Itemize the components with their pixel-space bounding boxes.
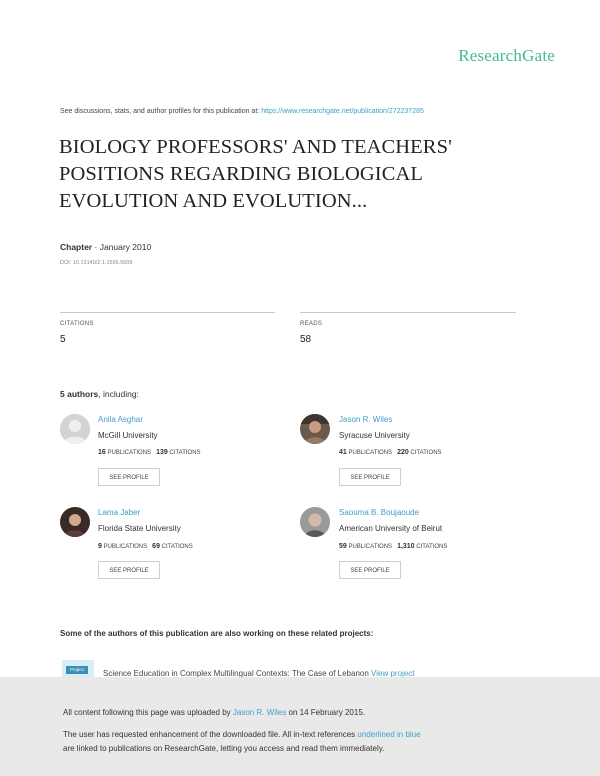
author-institution: Florida State University xyxy=(98,524,181,533)
upload-notice: All content following this page was uplo… xyxy=(63,708,365,717)
see-profile-button[interactable]: SEE PROFILE xyxy=(98,468,160,486)
author-pubs: 59 xyxy=(339,543,347,550)
author-pubs-label: PUBLICATIONS xyxy=(348,450,393,456)
researchgate-logo[interactable]: ResearchGate xyxy=(458,46,555,65)
author-cites: 220 xyxy=(397,449,409,456)
authors-heading: 5 authors, including: xyxy=(60,389,139,399)
authors-count: 5 authors xyxy=(60,389,99,399)
author-cites: 1,310 xyxy=(397,543,415,550)
author-cites-label: CITATIONS xyxy=(416,544,448,550)
view-project-link[interactable]: View project xyxy=(371,669,415,678)
author-name[interactable]: Anila Asghar xyxy=(98,415,143,424)
author-pubs: 41 xyxy=(339,449,347,456)
reads-label: READS xyxy=(300,321,323,327)
discuss-line: See discussions, stats, and author profi… xyxy=(60,108,424,115)
avatar-placeholder-icon[interactable] xyxy=(60,414,90,444)
author-photo-icon[interactable] xyxy=(60,507,90,537)
author-name[interactable]: Jason R. Wiles xyxy=(339,415,393,424)
footer-panel xyxy=(0,677,600,776)
uploader-link[interactable]: Jason R. Wiles xyxy=(232,708,287,717)
author-stats: 41 PUBLICATIONS 220 CITATIONS xyxy=(339,449,442,456)
citations-label: CITATIONS xyxy=(60,321,94,327)
see-profile-button[interactable]: SEE PROFILE xyxy=(98,561,160,579)
publication-type: Chapter xyxy=(60,242,93,252)
author-pubs: 9 xyxy=(98,543,102,550)
author-pubs-label: PUBLICATIONS xyxy=(348,544,393,550)
publication-date: · January 2010 xyxy=(94,242,152,252)
authors-suffix: , including: xyxy=(98,389,139,399)
author-name[interactable]: Saouma B. Boujaoude xyxy=(339,508,420,517)
project-icon-label: Project xyxy=(66,666,88,674)
author-cites-label: CITATIONS xyxy=(410,450,442,456)
author-stats: 16 PUBLICATIONS 139 CITATIONS xyxy=(98,449,201,456)
project-icon[interactable]: Project xyxy=(62,660,94,682)
author-institution: American University of Beirut xyxy=(339,524,443,533)
project-title: Science Education in Complex Multilingua… xyxy=(103,669,369,678)
enhancement-notice-line2: are linked to publications on ResearchGa… xyxy=(63,744,385,753)
author-pubs-label: PUBLICATIONS xyxy=(107,450,152,456)
author-cites: 69 xyxy=(152,543,160,550)
publication-title: BIOLOGY PROFESSORS' AND TEACHERS' POSITI… xyxy=(59,136,452,212)
upload-suffix: on 14 February 2015. xyxy=(288,708,366,717)
citations-value: 5 xyxy=(60,334,66,345)
author-pubs: 16 xyxy=(98,449,106,456)
underlined-blue-link[interactable]: underlined in blue xyxy=(357,730,421,739)
reads-value: 58 xyxy=(300,334,312,345)
author-cites-label: CITATIONS xyxy=(169,450,201,456)
author-institution: McGill University xyxy=(98,431,158,440)
author-photo-icon[interactable] xyxy=(300,507,330,537)
author-stats: 59 PUBLICATIONS 1,310 CITATIONS xyxy=(339,543,447,550)
author-photo-icon[interactable] xyxy=(300,414,330,444)
enhancement-prefix: The user has requested enhancement of th… xyxy=(63,730,356,739)
reads-divider xyxy=(300,312,516,313)
author-cites-label: CITATIONS xyxy=(161,544,193,550)
see-profile-button[interactable]: SEE PROFILE xyxy=(339,561,401,579)
enhancement-notice: The user has requested enhancement of th… xyxy=(63,730,421,739)
author-pubs-label: PUBLICATIONS xyxy=(103,544,148,550)
citations-divider xyxy=(60,312,275,313)
author-institution: Syracuse University xyxy=(339,431,410,440)
author-stats: 9 PUBLICATIONS 69 CITATIONS xyxy=(98,543,193,550)
doi: DOI: 10.13140/2.1.1556.5609 xyxy=(60,260,133,266)
publication-url-link[interactable]: https://www.researchgate.net/publication… xyxy=(261,108,424,115)
upload-prefix: All content following this page was uplo… xyxy=(63,708,231,717)
project-line: Science Education in Complex Multilingua… xyxy=(103,669,414,678)
related-projects-heading: Some of the authors of this publication … xyxy=(60,629,374,638)
author-name[interactable]: Lama Jaber xyxy=(98,508,141,517)
publication-type-date: Chapter · January 2010 xyxy=(60,242,151,252)
see-profile-button[interactable]: SEE PROFILE xyxy=(339,468,401,486)
discuss-text: See discussions, stats, and author profi… xyxy=(60,108,260,115)
author-cites: 139 xyxy=(156,449,168,456)
